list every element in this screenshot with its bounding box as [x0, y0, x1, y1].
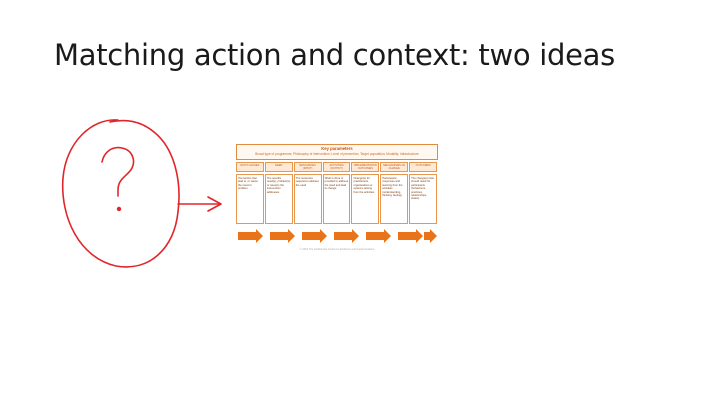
flow-arrow-icon — [238, 229, 263, 243]
framework-arrow-row — [238, 229, 437, 243]
framework-footer: © 2016 The Colebrooke Centre for Evidenc… — [299, 248, 375, 251]
framework-diagram: Key parameters Broad type of programme; … — [234, 144, 440, 256]
flow-arrow-icon — [424, 229, 437, 243]
slide-title: Matching action and context: two ideas — [54, 38, 615, 72]
flow-arrow-icon — [302, 229, 327, 243]
framework-header-mechanisms: MECHANISMS OF CHANGE — [380, 162, 409, 172]
sketch-circle — [61, 119, 180, 268]
flow-arrow-icon — [398, 229, 423, 243]
framework-cell-activities: What is done or provided to address the … — [322, 174, 351, 224]
framework-banner-title: Key parameters — [321, 146, 353, 151]
framework-cell-outcomes: The change(s) that should result for par… — [409, 174, 438, 224]
framework-banner-subtitle: Broad type of programme; Philosophy of i… — [255, 152, 419, 156]
question-mark-dot — [116, 206, 122, 212]
framework-header-implementation-outcomes: IMPLEMENTATION OUTCOMES — [351, 162, 380, 172]
flow-arrow-icon — [270, 229, 295, 243]
framework-header-need: NEED — [264, 162, 293, 172]
framework-cell-implementation-outcomes: Change(s) for practitioners, organisatio… — [351, 174, 380, 224]
framework-header-root-causes: ROOT CAUSES — [236, 162, 264, 172]
framework-header-outcomes: OUTCOMES — [409, 162, 438, 172]
question-mark-stroke — [101, 146, 135, 197]
flow-arrow-icon — [366, 229, 391, 243]
framework-cell-mechanisms: Participants' responses and learning fro… — [380, 174, 409, 224]
framework-cell-root-causes: The factors that lead to, or cause the n… — [236, 174, 264, 224]
framework-cells: The factors that lead to, or cause the n… — [236, 174, 438, 224]
framework-cell-need: The specific need(s), problem(s) or issu… — [264, 174, 293, 224]
question-mark-circle-icon — [61, 119, 222, 268]
flow-arrow-icon — [334, 229, 359, 243]
framework-header-activities: ACTIVITIES (OUTPUT) — [322, 162, 351, 172]
arrow-right-head — [207, 196, 222, 212]
framework-header-resources: RESOURCES (INPUT) — [293, 162, 322, 172]
framework-banner: Key parameters Broad type of programme; … — [236, 144, 438, 160]
framework-cell-resources: The resources required to address the ne… — [293, 174, 322, 224]
framework-headers: ROOT CAUSES NEED RESOURCES (INPUT) ACTIV… — [236, 162, 438, 172]
